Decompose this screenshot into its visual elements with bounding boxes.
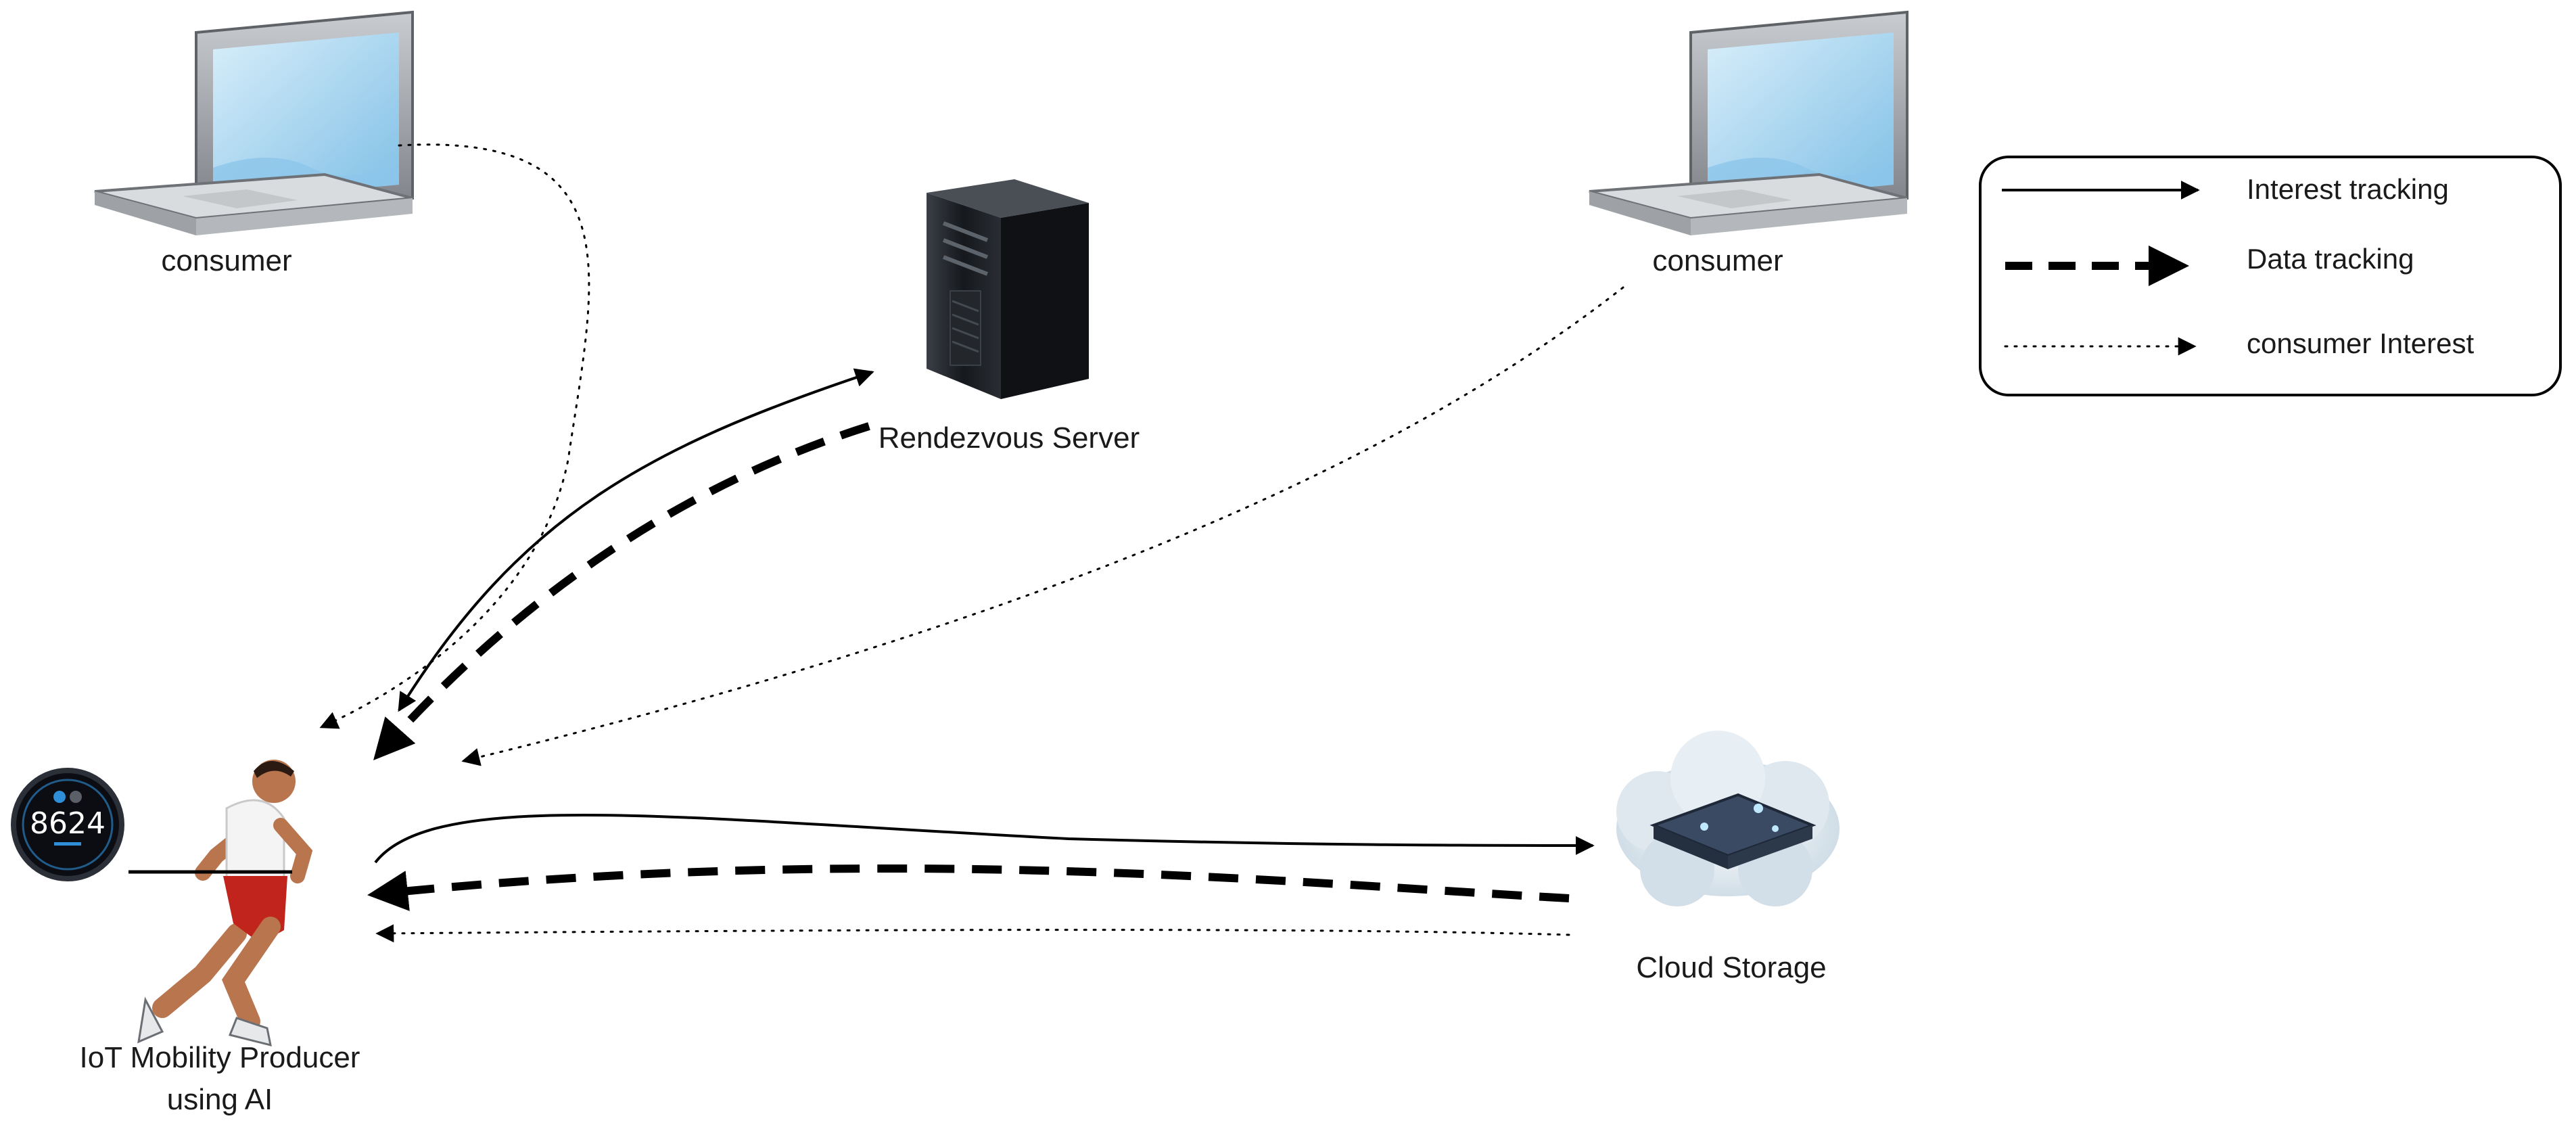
server-tower-icon: [927, 179, 1089, 399]
consumer-left-node: consumer: [93, 11, 414, 277]
edge-server-producer-data: [373, 422, 870, 760]
edge-producer-server-interest: [398, 368, 874, 712]
legend: Interest tracking Data tracking consumer…: [1979, 156, 2562, 396]
legend-label-consumer-interest: consumer Interest: [2247, 327, 2474, 359]
edge-cloud-producer-data: [367, 864, 1570, 911]
smartwatch-icon: 8624: [11, 768, 124, 881]
edge-cloud-producer-interest: [375, 924, 1570, 943]
cloud-storage-label: Cloud Storage: [1636, 951, 1826, 984]
consumer-left-label: consumer: [161, 244, 291, 277]
rendezvous-server-label: Rendezvous Server: [879, 421, 1140, 455]
rendezvous-server-node: Rendezvous Server: [879, 179, 1140, 455]
iot-producer-node: 8624 IoT Mobility Producer using AI: [11, 760, 360, 1116]
cloud-storage-icon: [1616, 731, 1840, 906]
consumer-right-node: consumer: [1588, 11, 1908, 277]
watch-reading: 8624: [30, 806, 106, 841]
laptop-icon: [1588, 11, 1908, 237]
laptop-icon: [93, 11, 414, 237]
legend-item-consumer-interest: consumer Interest: [2004, 327, 2474, 359]
consumer-right-label: consumer: [1652, 244, 1783, 277]
iot-producer-label-line2: using AI: [167, 1083, 273, 1116]
iot-producer-label-line1: IoT Mobility Producer: [80, 1041, 360, 1074]
legend-label-interest-tracking: Interest tracking: [2247, 173, 2449, 205]
legend-box: [1979, 156, 2562, 396]
runner-icon: [137, 760, 313, 1047]
edge-consumer-right-interest: [461, 286, 1624, 766]
legend-label-data-tracking: Data tracking: [2247, 243, 2414, 275]
legend-item-interest-tracking: Interest tracking: [2002, 173, 2449, 205]
edge-producer-cloud-interest: [374, 813, 1595, 864]
legend-item-data-tracking: Data tracking: [2005, 243, 2414, 286]
cloud-storage-node: Cloud Storage: [1616, 731, 1840, 984]
edge-consumer-left-interest: [319, 143, 590, 729]
